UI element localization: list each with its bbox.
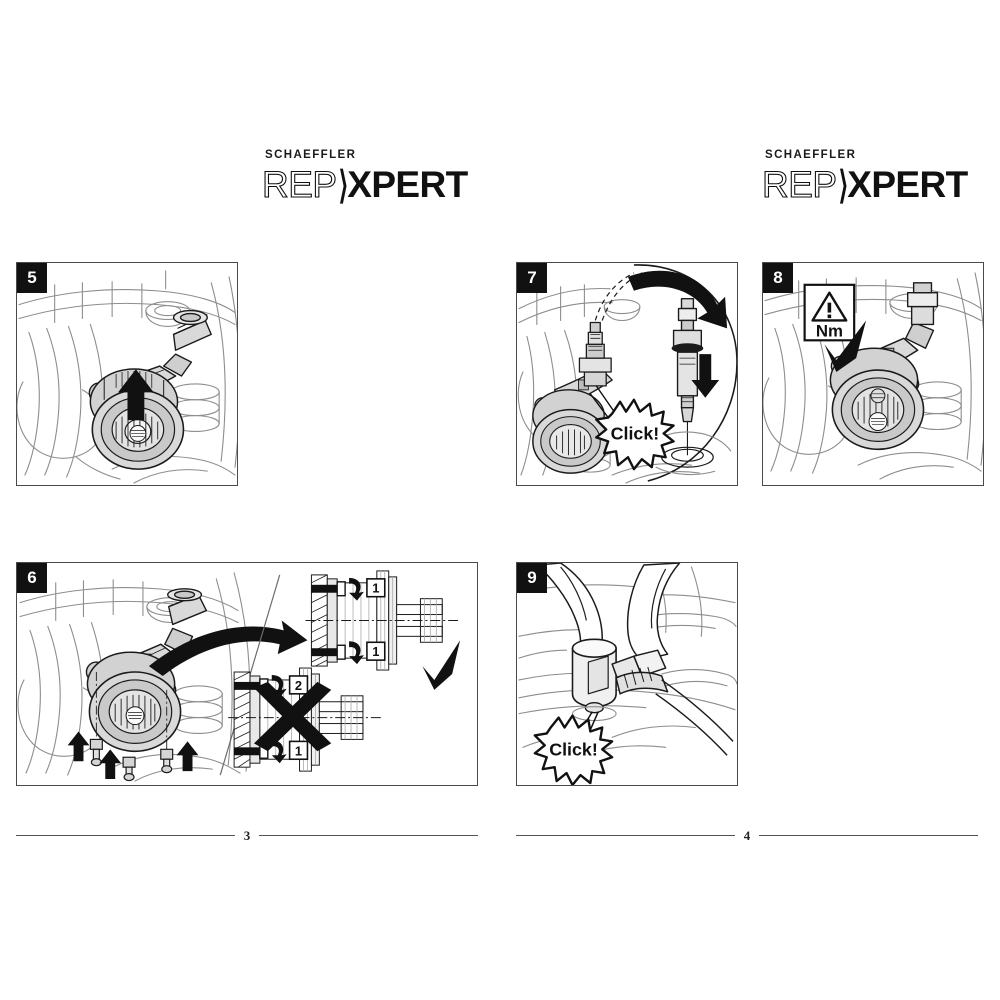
brand-company-name: SCHAEFFLER [265, 149, 357, 161]
panel-8: 8 [762, 262, 984, 486]
correct-mark [824, 320, 867, 373]
click-burst-text: Click! [549, 739, 598, 759]
bolt-arrow-center [99, 749, 122, 780]
incorrect-mark [253, 681, 332, 752]
footer-rule-right [759, 834, 978, 836]
panel-8-number: 8 [763, 263, 793, 293]
brand-xpert-text: XPERT [347, 163, 468, 205]
correct-bolt-lower: 1 [311, 641, 386, 665]
click-burst: Click! [533, 714, 614, 785]
panel-6-number: 6 [17, 563, 47, 593]
panel-5-illustration [17, 270, 237, 484]
brand-logo-right: SCHAEFFLER REP⟩XPERT [761, 149, 968, 207]
push-up-arrow [118, 369, 154, 421]
brand-company-name-right: SCHAEFFLER [765, 149, 857, 161]
click-burst: Click! [595, 398, 675, 471]
detail-incorrect: 2 1 [228, 667, 381, 772]
bolt-arrow-left [67, 731, 90, 762]
panel-5: 5 [16, 262, 238, 486]
detail-pointer-arrow [627, 270, 728, 329]
brand-logo-left: SCHAEFFLER REP⟩XPERT [261, 149, 468, 207]
torque-warning-box: Nm [803, 283, 856, 342]
incorrect-bolt-lower: 1 [234, 740, 309, 764]
page-right: SCHAEFFLER REP⟩XPERT 7 [500, 0, 1000, 1000]
panel-6-illustration: 1 1 [17, 570, 461, 782]
panel-5-number: 5 [17, 263, 47, 293]
torque-unit-label: Nm [816, 321, 843, 340]
panel-7-illustration: Click! [517, 264, 737, 484]
footer-right: 4 [516, 826, 978, 844]
page-number-left: 3 [243, 827, 251, 843]
panel-8-illustration: Nm [763, 272, 983, 480]
panel-9-illustration: Click! [518, 563, 737, 785]
detail-pointer-arrow [148, 620, 308, 676]
panel-9: 9 [516, 562, 738, 786]
click-burst-text: Click! [611, 423, 660, 443]
incorrect-bolt-label-lower: 1 [295, 743, 302, 758]
footer-rule-left [516, 834, 735, 836]
insert-down-arrow [691, 354, 720, 398]
correct-bolt-upper: 1 [311, 577, 386, 601]
detail-correct: 1 1 [305, 570, 461, 690]
panel-7-number: 7 [517, 263, 547, 293]
panel-7: 7 [516, 262, 738, 486]
page-number-right: 4 [743, 827, 751, 843]
bolt-group [67, 731, 199, 782]
bolt-arrow-right [176, 741, 199, 772]
footer-rule-left [16, 834, 235, 836]
panel-6: 6 [16, 562, 478, 786]
brand-xpert-text-right: XPERT [847, 163, 968, 205]
brand-chevron-icon: ⟩ [338, 163, 348, 207]
footer-rule-right [259, 834, 478, 836]
incorrect-bolt-label-upper: 2 [295, 678, 302, 693]
brand-chevron-icon-right: ⟩ [838, 163, 848, 207]
correct-bolt-label-lower: 1 [372, 644, 379, 659]
brand-product-name: REP⟩XPERT [261, 163, 468, 207]
panel-9-number: 9 [517, 563, 547, 593]
footer-left: 3 [16, 826, 478, 844]
correct-mark [422, 640, 461, 690]
brand-rep-text-right: REP [761, 163, 837, 205]
brand-product-name-right: REP⟩XPERT [761, 163, 968, 207]
correct-bolt-label-upper: 1 [372, 581, 379, 596]
page-left: SCHAEFFLER REP⟩XPERT 5 [16, 149, 478, 844]
brand-rep-text: REP [261, 163, 337, 205]
